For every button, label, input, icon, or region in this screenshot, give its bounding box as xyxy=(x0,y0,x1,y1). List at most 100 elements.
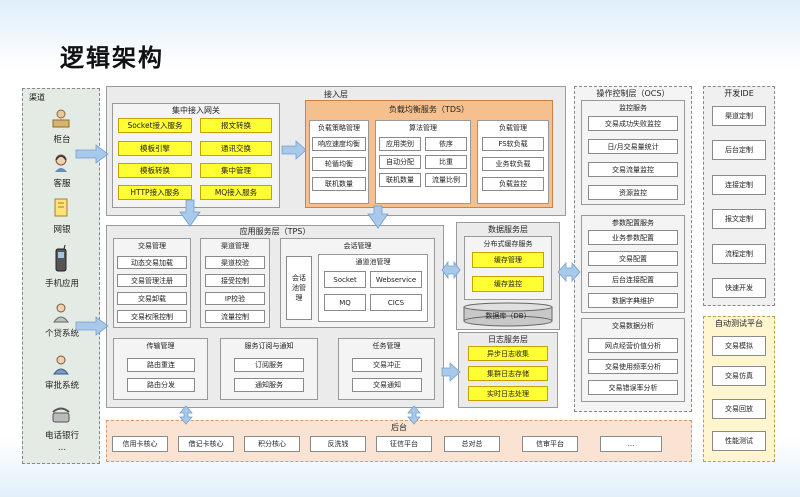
conn-pool-title: 通道池管理 xyxy=(355,258,391,266)
task-mgmt-title: 任务管理 xyxy=(372,342,401,350)
debit-card-core: 借记卡核心 xyxy=(178,436,234,452)
txn-simulate: 交易模拟 xyxy=(712,336,766,356)
route-reconnect: 路由重连 xyxy=(127,358,195,372)
txn-success-fail-monitor: 交易成功失败监控 xyxy=(588,116,678,131)
in-order: 依序 xyxy=(425,137,467,151)
channel-mgmt-title: 渠道管理 xyxy=(221,242,249,250)
channel-online-bank: 网银 xyxy=(53,225,71,235)
credit-review-platform: 信审平台 xyxy=(522,436,578,452)
mq-conn: MQ xyxy=(324,294,366,311)
message-conversion: 报文转换 xyxy=(200,118,272,133)
channel-personal-loan: 个贷系统 xyxy=(44,329,79,339)
txn-register: 交易管理注册 xyxy=(117,274,187,287)
algorithm-title: 算法管理 xyxy=(409,124,437,132)
dynamic-txn-load: 动态交易加载 xyxy=(117,256,187,269)
channel-counter: 柜台 xyxy=(53,135,71,145)
realtime-log-process: 实时日志处理 xyxy=(468,386,548,401)
channel-customize: 渠道定制 xyxy=(712,106,766,126)
cache-management: 缓存管理 xyxy=(472,252,544,268)
txn-frequency-analysis: 交易使用频率分析 xyxy=(588,359,678,374)
tps-title: 应用服务层（TPS） xyxy=(239,227,311,236)
backend-title: 后台 xyxy=(391,423,407,432)
accept-control: 接受控制 xyxy=(205,274,265,287)
session-pool: 会话池管理 xyxy=(286,256,312,320)
algorithm-online-count: 联机数量 xyxy=(379,173,421,187)
customer-service-icon xyxy=(55,154,67,172)
backend-conn-config: 后台连接配置 xyxy=(588,272,678,287)
session-mgmt-title: 会话管理 xyxy=(343,242,372,250)
dictionary-maintain: 数据字典维护 xyxy=(588,293,678,308)
http-access-service: HTTP接入服务 xyxy=(118,185,192,200)
txn-analysis-title: 交易数据分析 xyxy=(612,322,654,330)
rapid-development: 快速开发 xyxy=(712,278,766,298)
performance-test: 性能测试 xyxy=(712,431,766,451)
txn-error-rate-analysis: 交易错误率分析 xyxy=(588,380,678,395)
cics-conn: CICS xyxy=(370,294,422,311)
strategy-online-count: 联机数量 xyxy=(312,177,366,191)
head-to-head: 总对总 xyxy=(444,436,500,452)
txn-permission: 交易权限控制 xyxy=(117,310,187,323)
telephone-icon xyxy=(52,407,70,423)
fs-soft-load: FS软负载 xyxy=(482,137,544,151)
notify-service: 通知服务 xyxy=(234,378,304,392)
backend-customize: 后台定制 xyxy=(712,140,766,160)
database-icon xyxy=(463,302,553,327)
traffic-ratio: 流量比例 xyxy=(425,173,467,187)
strategy-title: 负载策略管理 xyxy=(318,124,360,132)
conn-pool-box: 通道池管理 xyxy=(318,254,428,322)
approval-system-icon xyxy=(53,355,69,375)
data-service-title: 数据服务层 xyxy=(488,225,528,234)
monitor-service-title: 监控服务 xyxy=(619,104,647,112)
subscribe-service: 订阅服务 xyxy=(234,358,304,372)
page-title: 逻辑架构 xyxy=(60,43,164,72)
counter-icon xyxy=(52,109,70,128)
txn-unload: 交易卸载 xyxy=(117,292,187,305)
mq-access-service: MQ接入服务 xyxy=(200,185,272,200)
points-core: 积分核心 xyxy=(244,436,300,452)
central-management: 集中管理 xyxy=(200,163,272,178)
ip-check: IP校验 xyxy=(205,292,265,305)
txn-emulate: 交易仿真 xyxy=(712,366,766,386)
load-monitor: 负载监控 xyxy=(482,177,544,191)
load-title: 负载管理 xyxy=(499,124,527,132)
access-layer-title: 接入层 xyxy=(324,90,348,99)
connection-customize: 连接定制 xyxy=(712,175,766,195)
auto-allocate: 自动分配 xyxy=(379,155,421,169)
tds-title: 负载均衡服务（TDS） xyxy=(388,105,470,114)
branch-value-analysis: 网点经营价值分析 xyxy=(588,338,678,353)
app-category: 应用类别 xyxy=(379,137,421,151)
txn-traffic-monitor: 交易流量监控 xyxy=(588,162,678,177)
async-log-collect: 异步日志收集 xyxy=(468,346,548,361)
mobile-phone-icon xyxy=(55,245,67,272)
channel-customer-service: 客服 xyxy=(53,179,71,189)
business-param-config: 业务参数配置 xyxy=(588,230,678,245)
database-label: 数据库（DB） xyxy=(485,312,531,320)
resource-monitor: 资源监控 xyxy=(588,185,678,200)
channel-check: 渠道校验 xyxy=(205,256,265,269)
txn-config: 交易配置 xyxy=(588,251,678,266)
anti-money-laundering: 反洗钱 xyxy=(310,436,366,452)
ocs-title: 操作控制层（OCS） xyxy=(596,89,670,98)
gateway-title: 集中接入网关 xyxy=(172,106,220,115)
daily-monthly-stats: 日/月交易量统计 xyxy=(588,139,678,154)
route-dispatch: 路由分发 xyxy=(127,378,195,392)
channel-mobile-app: 手机应用 xyxy=(44,279,79,289)
flow-control: 流量控制 xyxy=(205,310,265,323)
socket-access-service: Socket接入服务 xyxy=(118,118,192,133)
response-speed-balance: 响应速度均衡 xyxy=(312,137,366,151)
channel-approval-system: 审批系统 xyxy=(44,381,79,391)
cluster-log-store: 集群日志存储 xyxy=(468,366,548,381)
credit-platform: 征信平台 xyxy=(376,436,432,452)
channels-title: 渠道 xyxy=(29,93,45,102)
personal-loan-icon xyxy=(53,303,69,323)
txn-mgmt-title: 交易管理 xyxy=(138,242,166,250)
cache-monitor: 缓存监控 xyxy=(472,276,544,292)
txn-reversal: 交易冲正 xyxy=(352,358,422,372)
online-bank-icon xyxy=(54,198,68,217)
dev-ide-title: 开发IDE xyxy=(724,89,754,98)
log-service-title: 日志服务层 xyxy=(488,335,528,344)
transport-mgmt-title: 传输管理 xyxy=(146,342,175,350)
channels-more: ... xyxy=(57,443,67,453)
param-config-title: 参数配置服务 xyxy=(612,219,654,227)
business-soft-load: 业务软负载 xyxy=(482,157,544,171)
